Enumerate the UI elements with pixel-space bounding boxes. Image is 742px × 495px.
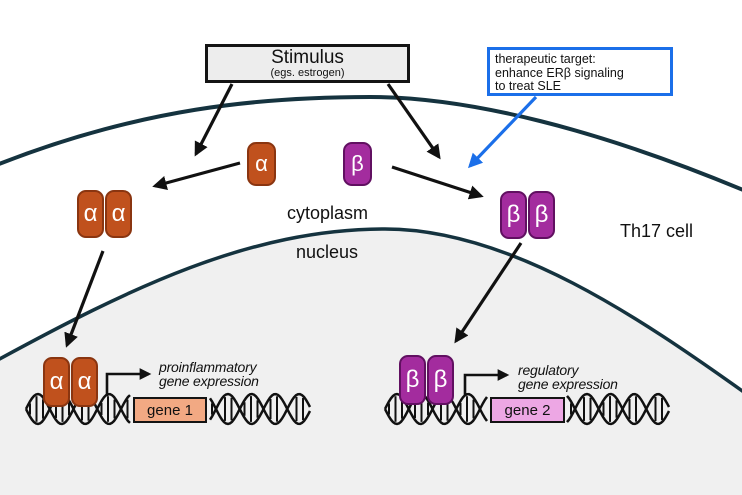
er-alpha-subunit: α [77,190,104,238]
er-alpha-subunit: α [43,357,70,407]
er-beta-subunit: β [427,355,454,405]
arrow-alpha-dimerization [152,161,241,190]
er-alpha-label: α [83,200,98,227]
stimulus-title: Stimulus [271,47,344,68]
er-beta-label: β [351,151,364,176]
er-beta-label: β [405,366,420,393]
arrow-stimulus-to-alpha [194,83,234,157]
er-alpha-label: α [49,368,64,395]
nuclear-membrane [0,227,742,393]
gene1-label: gene 1 [147,401,193,419]
cytoplasm-label: cytoplasm [287,203,369,223]
er-beta-dimer-cytoplasm: β β [500,191,555,239]
gene2-label: gene 2 [504,401,551,419]
er-alpha-subunit: α [105,190,132,238]
transcription-arrow-gene1 [105,368,152,396]
er-beta-label: β [433,366,448,393]
cell-type-label: Th17 cell [620,221,694,241]
transcription-arrow-gene2 [463,369,510,396]
gene1-annotation-line1: proinflammatory [159,359,257,375]
er-alpha-label: α [111,200,126,227]
stimulus-box: Stimulus (egs. estrogen) [205,44,410,83]
er-beta-label: β [534,201,549,228]
arrow-beta-dimerization [391,165,484,200]
arrow-beta-dimer-to-nucleus [454,242,523,344]
therapeutic-line-2: enhance ERβ signaling [495,65,624,80]
er-alpha-label: α [77,368,92,395]
arrow-therapeutic-target [468,95,538,169]
er-alpha-subunit: α [71,357,98,407]
er-beta-monomer: β [343,142,372,186]
er-alpha-label: α [255,151,268,176]
therapeutic-line-1: therapeutic target: [495,52,596,66]
er-beta-label: β [506,201,521,228]
nucleus-region [0,229,742,495]
er-beta-subunit: β [528,191,555,239]
plasma-membrane [0,94,742,192]
gene1-box: gene 1 [133,397,207,423]
arrow-alpha-dimer-to-nucleus [64,250,105,348]
gene2-box: gene 2 [490,397,565,423]
er-alpha-monomer: α [247,142,276,186]
er-beta-dimer-on-dna: β β [399,355,454,405]
gene1-annotation-line2: gene expression [159,372,259,389]
arrow-stimulus-to-beta [386,83,441,160]
gene1-expression-annotation: proinflammatory gene expression [159,359,259,389]
stimulus-subtitle: (egs. estrogen) [270,67,345,79]
er-alpha-dimer-cytoplasm: α α [77,190,132,238]
gene2-annotation-line2: gene expression [518,375,618,392]
therapeutic-line-3: to treat SLE [495,79,562,93]
therapeutic-target-callout: therapeutic target: enhance ERβ signalin… [487,47,673,96]
nucleus-label: nucleus [296,242,359,262]
er-beta-subunit: β [399,355,426,405]
er-alpha-dimer-on-dna: α α [43,357,98,407]
gene2-expression-annotation: regulatory gene expression [518,362,618,392]
er-beta-subunit: β [500,191,527,239]
gene2-annotation-line1: regulatory [518,362,579,378]
